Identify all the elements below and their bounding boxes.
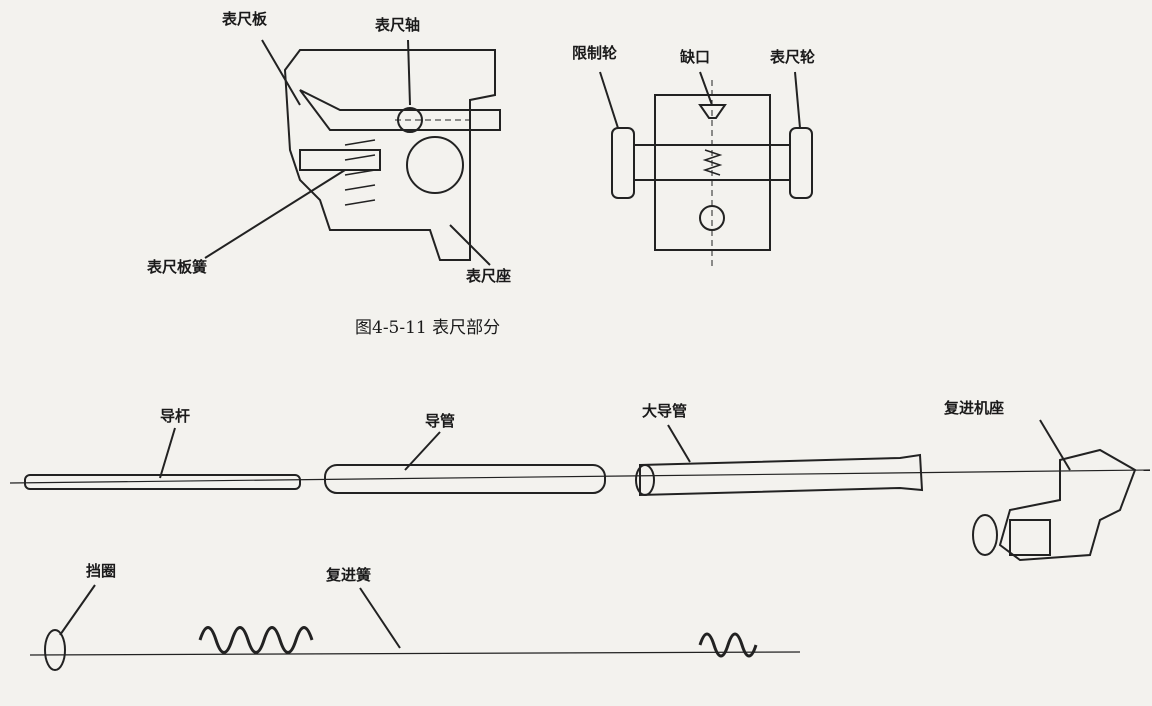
label-recoil-spring: 复进簧 — [326, 566, 372, 584]
label-guide-rod: 导杆 — [160, 407, 191, 425]
label-limit-wheel: 限制轮 — [572, 44, 618, 62]
figure-caption: 图4-5-11 表尺部分 — [355, 318, 501, 338]
label-recoil-base: 复进机座 — [944, 399, 1005, 417]
label-notch: 缺口 — [680, 48, 711, 66]
rear-sight-front-view — [599, 71, 813, 270]
label-guide-tube: 导管 — [425, 412, 456, 430]
label-large-guide-tube: 大导管 — [642, 402, 688, 420]
label-rear-sight-plate: 表尺板 — [222, 10, 268, 28]
label-rear-sight-wheel: 表尺轮 — [770, 48, 816, 66]
recoil-base-drawing — [972, 419, 1137, 562]
label-plate-spring: 表尺板簧 — [147, 258, 208, 276]
label-retaining-ring: 挡圈 — [86, 562, 117, 580]
spring-parts — [29, 584, 801, 671]
rear-sight-side-view — [204, 39, 501, 266]
label-rear-sight-base: 表尺座 — [466, 267, 512, 285]
guide-parts — [9, 424, 1151, 497]
label-rear-sight-axis: 表尺轴 — [375, 16, 421, 34]
